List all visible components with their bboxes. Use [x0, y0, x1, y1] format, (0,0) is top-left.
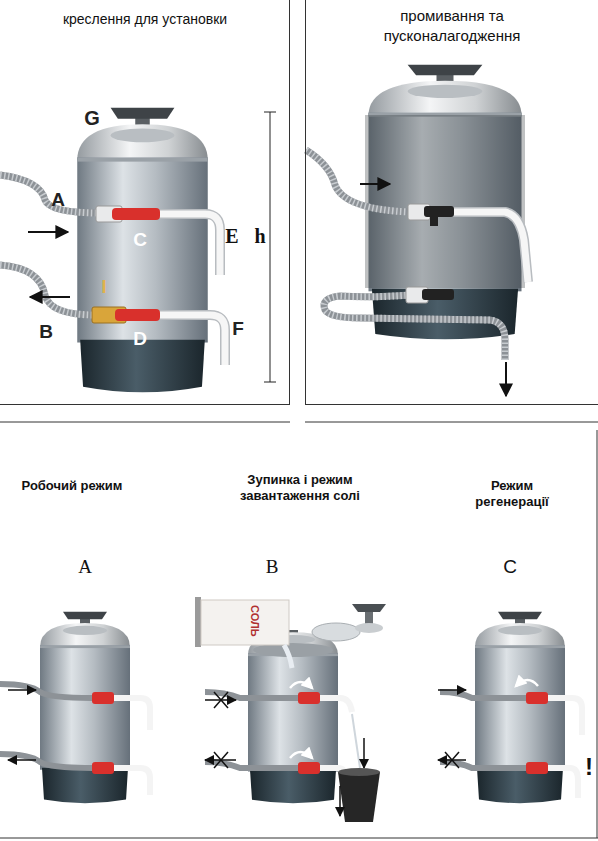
part-label: B: [257, 555, 287, 579]
part-label: B: [31, 320, 61, 344]
red-valve: [526, 762, 548, 774]
flow-arrow: [8, 689, 36, 691]
flow-arrow: [360, 183, 390, 185]
salt-bag: [201, 600, 289, 645]
red-valve: [526, 692, 548, 704]
mode-heading: Режим регенерації: [457, 478, 567, 511]
inlet-hose: [440, 692, 528, 698]
drain-tube: [546, 698, 582, 735]
flow-arrow: [30, 296, 70, 298]
drain-tube: [150, 214, 220, 275]
panel-box: промивання та пусконалагодження: [305, 0, 598, 405]
flush-hose-rib: [324, 295, 505, 360]
lid-removed: [312, 623, 360, 641]
valve-handle: [430, 216, 438, 226]
water-stream: [352, 714, 360, 768]
drain-cup: [338, 772, 380, 822]
drain-tube-outline: [440, 212, 528, 282]
part-label: C: [125, 228, 155, 252]
cross-mark: [214, 752, 228, 768]
dimension-line: [270, 112, 271, 382]
inlet-hose: [0, 684, 92, 698]
turn-arrow: [290, 682, 312, 688]
cross-mark: [445, 752, 459, 768]
inlet-hose-rib: [306, 150, 412, 212]
frame-line: [305, 422, 598, 423]
drain-tube: [112, 698, 150, 730]
part-label: A: [43, 188, 73, 212]
softener-tank: [40, 612, 130, 803]
red-valve: [112, 208, 160, 220]
red-valve: [115, 309, 160, 321]
inlet-hose-rib: [0, 175, 100, 213]
knob-removed: [352, 604, 386, 612]
dimension-tick: [264, 382, 276, 383]
softener-tank: [248, 622, 338, 803]
softener-tank: [475, 612, 565, 803]
cross-mark: [445, 752, 459, 768]
black-valve: [424, 206, 454, 217]
frame-line: [0, 838, 598, 839]
drain-tube: [318, 698, 352, 712]
drain-tube-outline: [150, 315, 225, 365]
part-label: h: [250, 224, 270, 249]
outlet-hose-rib: [0, 265, 95, 315]
part-label: E: [220, 224, 244, 249]
red-valve: [92, 692, 114, 704]
flow-arrow: [438, 689, 466, 691]
tank-shade: [365, 115, 525, 288]
flow-arrow: [505, 362, 507, 396]
part-label: D: [125, 327, 155, 351]
part-label: C: [495, 555, 525, 579]
red-valve: [298, 692, 320, 704]
drain-tube: [150, 315, 225, 365]
drain-tube: [546, 768, 578, 798]
panel-title: промивання та пусконалагодження: [352, 6, 552, 45]
mode-heading: Зупинка і режим завантаження солі: [202, 472, 398, 505]
salt-stream: [284, 645, 292, 668]
cross-mark: [214, 692, 228, 708]
frame-line: [597, 430, 598, 838]
part-label: I: [92, 276, 116, 299]
inlet-hose: [0, 175, 100, 213]
flow-arrow: [28, 231, 68, 233]
inlet-hose: [306, 150, 412, 212]
part-label: A: [70, 555, 100, 579]
red-valve: [298, 762, 320, 774]
part-label: !: [579, 752, 598, 782]
cross-mark: [214, 752, 228, 768]
turn-arrow: [516, 680, 538, 686]
cross-mark: [214, 692, 228, 708]
salt-bag-edge: [195, 597, 201, 647]
dimension-tick: [264, 112, 276, 113]
turn-arrow: [290, 752, 312, 758]
drain-tube-outline: [150, 214, 220, 275]
drain-tube: [440, 212, 528, 282]
outlet-hose: [0, 265, 95, 315]
black-valve: [422, 289, 454, 300]
outlet-hose: [440, 762, 528, 768]
red-valve: [92, 762, 114, 774]
softener-tank: [77, 108, 208, 392]
flush-hose: [324, 295, 505, 360]
drain-tube: [112, 768, 150, 795]
mode-heading: Робочий режим: [20, 478, 124, 494]
part-label: F: [223, 317, 253, 341]
frame-line: [0, 422, 290, 423]
outlet-hose: [0, 754, 92, 768]
cup-rim: [338, 768, 380, 776]
part-label: СОЛЬ: [247, 596, 261, 646]
panel-title: креслення для установки: [0, 10, 290, 28]
flow-arrow: [8, 759, 36, 761]
knob-washer: [355, 623, 383, 633]
part-label: G: [77, 106, 107, 131]
flow-arrow: [339, 786, 341, 816]
flow-arrow: [363, 738, 365, 768]
